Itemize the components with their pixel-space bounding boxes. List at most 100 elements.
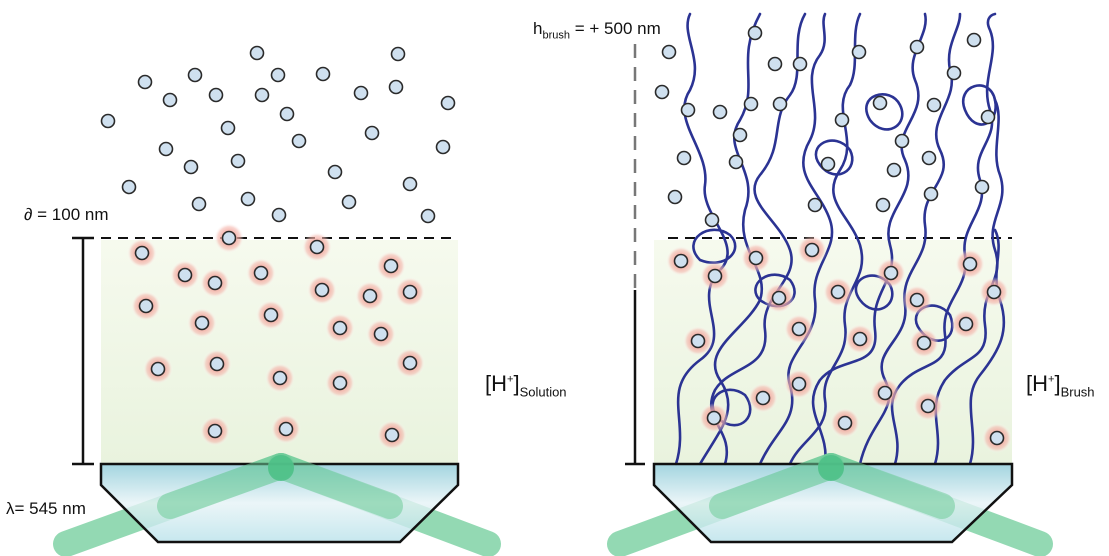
brush-height-value: = + 500 nm <box>574 19 661 38</box>
protonated-particle <box>373 326 389 342</box>
protonated-particle <box>221 230 237 246</box>
proton-solution-main: [H <box>485 371 507 396</box>
free-particle <box>137 74 153 90</box>
free-particle <box>875 197 891 213</box>
protonated-particle <box>314 282 330 298</box>
free-particle <box>872 95 888 111</box>
free-particle <box>279 106 295 122</box>
free-particle <box>792 56 808 72</box>
protonated-particle <box>690 333 706 349</box>
protonated-particle <box>272 370 288 386</box>
protonated-particle <box>748 250 764 266</box>
free-particle <box>440 95 456 111</box>
free-particle <box>402 176 418 192</box>
free-particle <box>974 179 990 195</box>
proton-solution-close: ] <box>513 371 520 396</box>
free-particle <box>183 159 199 175</box>
free-particle <box>807 197 823 213</box>
protonated-particle <box>402 355 418 371</box>
brush-height-symbol: h <box>533 19 543 38</box>
laser-beam-right-overlay <box>709 453 955 519</box>
brush-height-subscript: brush <box>542 29 570 42</box>
free-particle <box>420 208 436 224</box>
free-particle <box>926 97 942 113</box>
free-particle <box>732 127 748 143</box>
protonated-particle <box>916 335 932 351</box>
free-particle <box>654 84 670 100</box>
laser-beam-left-overlay <box>157 453 403 519</box>
free-particle <box>834 112 850 128</box>
prism-left <box>99 462 460 544</box>
protonated-particle <box>852 331 868 347</box>
protonated-particle <box>791 321 807 337</box>
free-particle <box>291 133 307 149</box>
free-particle <box>680 102 696 118</box>
protonated-particle <box>707 268 723 284</box>
free-particle <box>909 39 925 55</box>
protonated-particle <box>962 256 978 272</box>
protonated-particle <box>278 421 294 437</box>
protonated-particle <box>150 361 166 377</box>
proton-solution-sup: + <box>507 373 514 386</box>
protonated-particle <box>706 410 722 426</box>
protonated-particle <box>402 284 418 300</box>
protonated-particle <box>673 253 689 269</box>
proton-solution-label: [H+]Solution <box>485 371 567 400</box>
protonated-particle <box>877 385 893 401</box>
protonated-particle <box>134 245 150 261</box>
free-particle <box>390 46 406 62</box>
free-particle <box>271 207 287 223</box>
scale-bar-right <box>625 290 645 466</box>
diffusion-length-label: ∂ = 100 nm <box>24 206 109 223</box>
free-particle <box>208 87 224 103</box>
wavelength-text: λ= 545 nm <box>6 499 86 518</box>
free-particle <box>921 150 937 166</box>
protonated-particle <box>384 427 400 443</box>
protonated-particle <box>771 290 787 306</box>
protonated-particle <box>383 258 399 274</box>
free-particle <box>327 164 343 180</box>
free-particle <box>966 32 982 48</box>
free-particle <box>728 154 744 170</box>
free-particle <box>364 125 380 141</box>
free-particle <box>341 194 357 210</box>
protonated-particle <box>209 356 225 372</box>
free-particle <box>230 153 246 169</box>
free-particles-right <box>654 25 996 228</box>
free-particle <box>100 113 116 129</box>
free-particle <box>667 189 683 205</box>
protonated-particle <box>263 307 279 323</box>
free-particle <box>820 156 836 172</box>
free-particle <box>676 150 692 166</box>
protonated-particle <box>138 298 154 314</box>
free-particle <box>121 179 137 195</box>
prism-right <box>652 462 1014 544</box>
brush-panel <box>607 12 1053 556</box>
free-particle <box>435 139 451 155</box>
protonated-particle <box>194 315 210 331</box>
protonated-particle <box>830 284 846 300</box>
free-particle <box>923 186 939 202</box>
scale-bar-left <box>72 236 94 466</box>
free-particle <box>353 85 369 101</box>
protonated-particle <box>883 265 899 281</box>
free-particle <box>270 67 286 83</box>
protonated-particle <box>207 275 223 291</box>
free-particle <box>254 87 270 103</box>
brush-height-label: hbrush = + 500 nm <box>533 20 661 41</box>
solution-panel <box>53 45 501 556</box>
free-particle <box>220 120 236 136</box>
free-particle <box>886 162 902 178</box>
proton-solution-sub: Solution <box>519 384 567 400</box>
free-particle <box>315 66 331 82</box>
protonated-particle <box>804 242 820 258</box>
protonated-particle <box>986 284 1002 300</box>
protonated-particles-right <box>666 235 1012 453</box>
diffusion-value: = 100 nm <box>37 205 109 224</box>
protonated-particle <box>332 320 348 336</box>
protonated-particle <box>332 375 348 391</box>
protonated-particle <box>177 267 193 283</box>
free-particle <box>240 191 256 207</box>
free-particle <box>661 44 677 60</box>
